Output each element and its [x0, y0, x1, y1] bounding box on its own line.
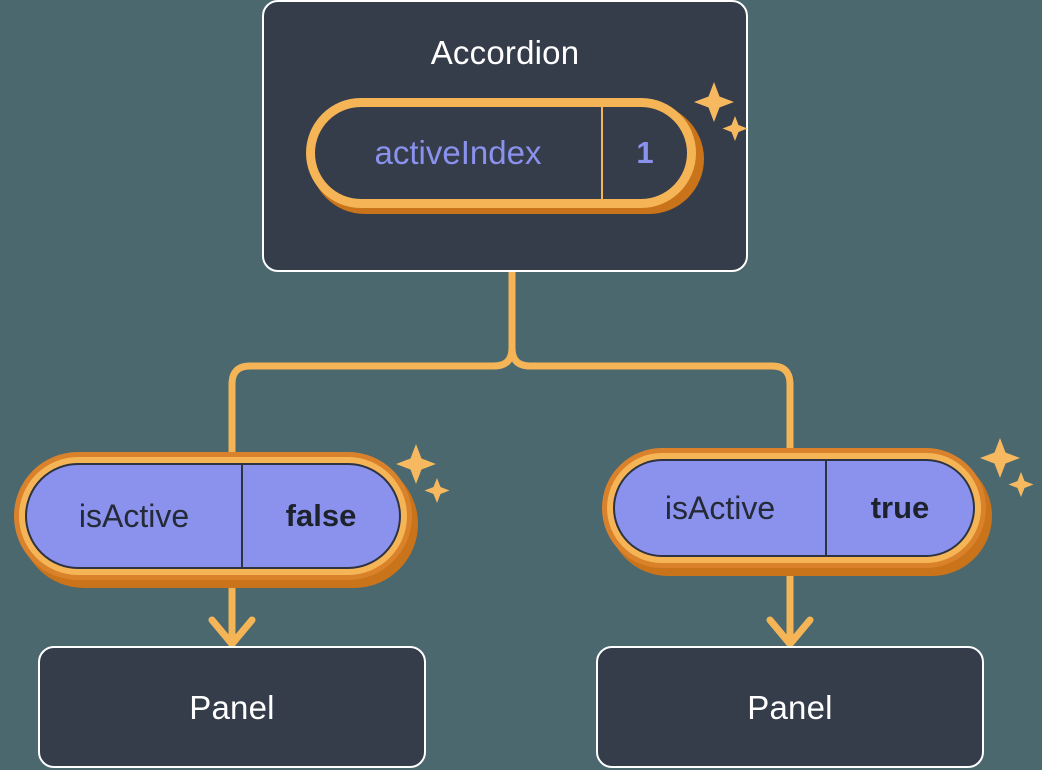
state-value-label: true: [825, 461, 973, 555]
component-title-panel-right: Panel: [747, 689, 833, 726]
connector-tree-path: [228, 268, 516, 456]
pill-highlight-ring: activeIndex 1: [306, 98, 696, 208]
pill-body: activeIndex 1: [315, 107, 687, 199]
state-pill-active-index[interactable]: activeIndex 1: [306, 98, 704, 214]
arrow-down-icon-left: [208, 582, 256, 648]
component-node-panel-right[interactable]: Panel: [596, 646, 984, 768]
state-key-label: activeIndex: [374, 134, 542, 171]
state-pill-is-active-left[interactable]: isActive false: [14, 452, 418, 588]
pill-highlight-ring-inner: isActive false: [19, 457, 407, 575]
pill-highlight-ring: isActive false: [14, 452, 412, 580]
state-value-label: 1: [601, 107, 687, 199]
state-value-label: false: [241, 465, 399, 567]
pill-highlight-ring: isActive true: [602, 448, 986, 568]
pill-body: isActive false: [25, 463, 401, 569]
component-node-panel-left[interactable]: Panel: [38, 646, 426, 768]
component-title-accordion: Accordion: [430, 34, 580, 71]
state-pill-is-active-right[interactable]: isActive true: [602, 448, 992, 576]
arrow-down-icon-right: [766, 572, 814, 648]
component-title-panel-left: Panel: [189, 689, 275, 726]
state-key-label: isActive: [664, 489, 776, 526]
pill-body: isActive true: [613, 459, 975, 557]
connector-tree-path-right: [508, 344, 794, 456]
pill-highlight-ring-inner: isActive true: [607, 453, 981, 563]
state-key-label: isActive: [78, 497, 190, 534]
